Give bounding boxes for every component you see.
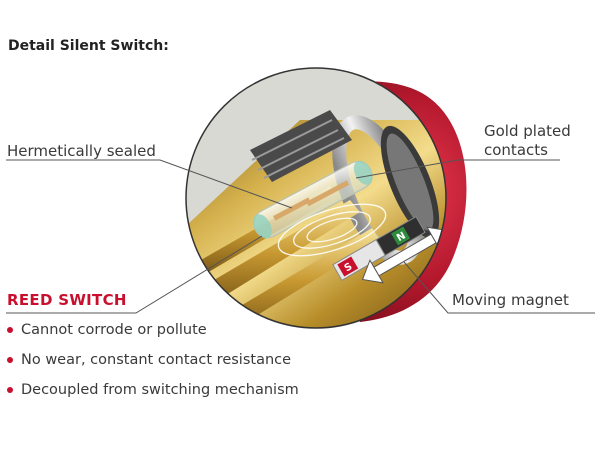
reed-switch-glass-tube xyxy=(253,160,373,239)
moving-magnet: S N xyxy=(332,216,426,281)
bullet-icon xyxy=(7,387,13,393)
callout-leader-lines xyxy=(6,159,595,314)
moving-magnet-label: Moving magnet xyxy=(452,291,569,309)
bullet-icon xyxy=(7,327,13,333)
magnet-south-pole: S xyxy=(343,261,355,274)
list-item: Cannot corrode or pollute xyxy=(7,320,299,350)
list-item: Decoupled from switching mechanism xyxy=(7,380,299,410)
feature-text: No wear, constant contact resistance xyxy=(21,352,292,368)
feature-text: Cannot corrode or pollute xyxy=(21,322,207,338)
reed-switch-heading: REED SWITCH xyxy=(7,291,127,309)
feature-text: Decoupled from switching mechanism xyxy=(21,382,299,398)
diagram-title: Detail Silent Switch: xyxy=(8,38,169,54)
mesh-insulator xyxy=(250,110,352,182)
magnifier-ring xyxy=(185,67,447,329)
hermetically-sealed-label: Hermetically sealed xyxy=(7,142,156,160)
bullet-icon xyxy=(7,357,13,363)
gold-plated-label-line2: contacts xyxy=(484,141,548,159)
magnetic-field-lines xyxy=(277,203,387,257)
list-item: No wear, constant contact resistance xyxy=(7,350,299,380)
reed-switch-feature-list: Cannot corrode or pollute No wear, const… xyxy=(7,320,299,410)
gold-plated-label-line1: Gold plated xyxy=(484,122,571,140)
